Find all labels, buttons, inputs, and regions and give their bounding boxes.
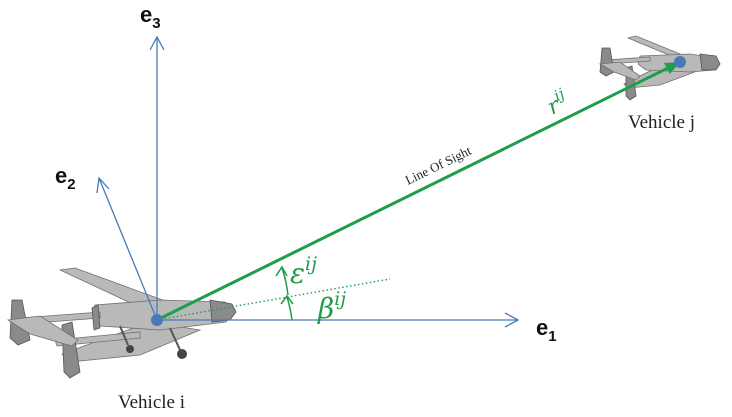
elevation-symbol: εij xyxy=(290,253,317,290)
vehicle-i-marker xyxy=(151,314,163,326)
axis-label-e3: e3 xyxy=(140,2,161,32)
vehicle-i-label: Vehicle i xyxy=(118,392,185,413)
line-of-sight-vector xyxy=(156,62,680,322)
axis-e1 xyxy=(157,312,520,328)
vehicle-i-aircraft-icon xyxy=(6,267,237,379)
azimuth-arc-arrowhead xyxy=(280,294,294,305)
vehicle-j-label: Vehicle j xyxy=(628,112,695,133)
vehicle-j-aircraft-icon xyxy=(598,35,721,101)
los-projection-line xyxy=(156,278,391,321)
axis-e3 xyxy=(149,35,165,320)
axis-e2 xyxy=(96,176,158,321)
axis-label-e1: e1 xyxy=(536,315,557,345)
axis-label-e2: e2 xyxy=(55,163,76,193)
range-symbol: rij xyxy=(541,85,572,121)
azimuth-symbol: βij xyxy=(317,288,346,325)
vehicle-j-marker xyxy=(674,56,686,68)
elevation-arc-arrowhead xyxy=(275,265,288,277)
